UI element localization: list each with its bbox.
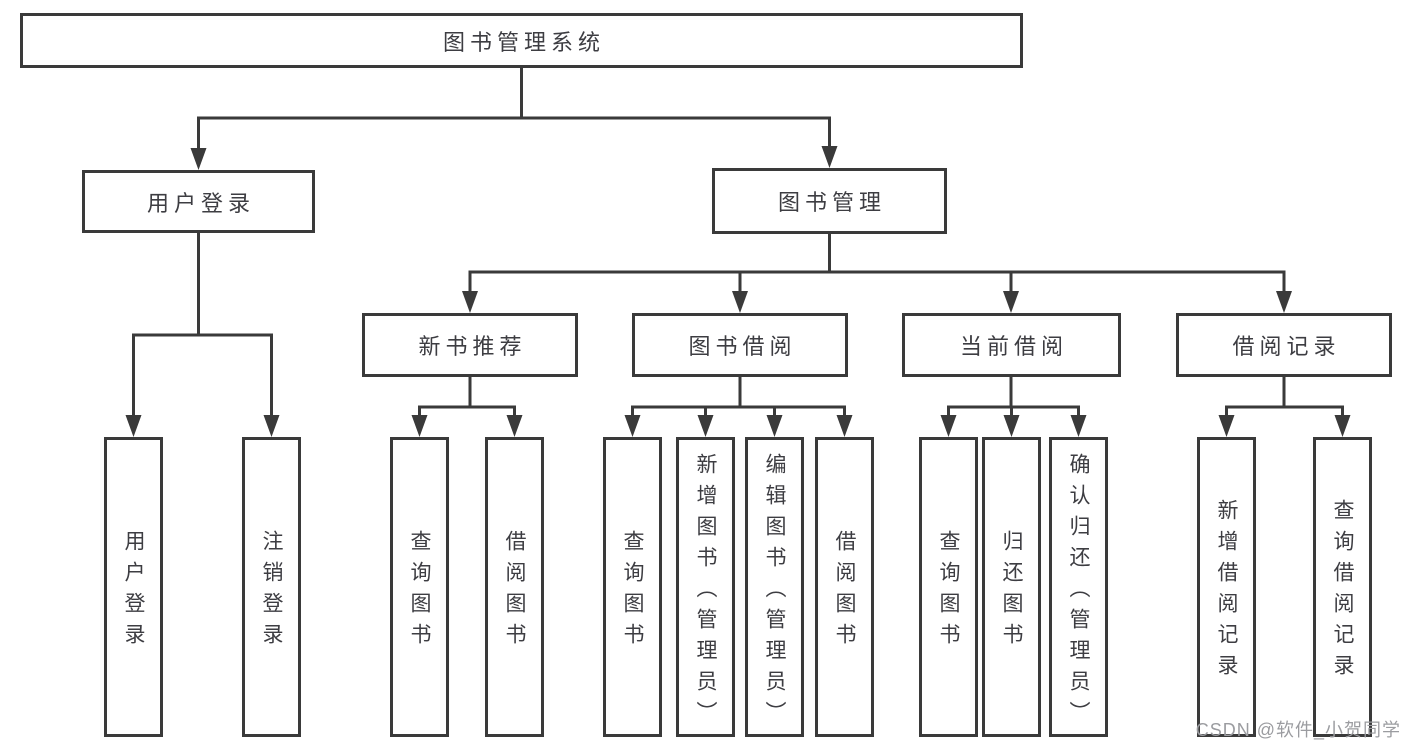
- arrowhead: [1003, 415, 1020, 437]
- node-borrow-records: 借阅记录: [1176, 313, 1392, 377]
- arrowhead: [836, 415, 853, 437]
- leaf-query-books-recommend: 查询图书: [390, 437, 449, 737]
- node-label: 查询借阅记录: [1331, 499, 1354, 685]
- node-label: 归还图书: [1000, 530, 1023, 654]
- leaf-user-login: 用户登录: [104, 437, 163, 737]
- leaf-borrow-books-recommend: 借阅图书: [485, 437, 544, 737]
- leaf-edit-books-admin: 编辑图书（管理员）: [745, 437, 804, 737]
- edges-borrow-records: [1218, 377, 1351, 437]
- node-current-borrow: 当前借阅: [902, 313, 1121, 377]
- node-root-system: 图书管理系统: [20, 13, 1023, 68]
- arrowhead: [125, 415, 142, 437]
- node-book-borrow: 图书借阅: [632, 313, 848, 377]
- edges-current-borrow: [940, 377, 1087, 437]
- node-label: 新增图书（管理员）: [694, 452, 717, 732]
- node-label: 查询图书: [408, 530, 431, 654]
- node-book-management: 图书管理: [712, 168, 947, 234]
- node-label: 图书管理系统: [442, 29, 605, 55]
- arrowhead: [1334, 415, 1351, 437]
- node-label: 借阅记录: [1232, 334, 1341, 359]
- node-user-login: 用户登录: [82, 170, 315, 233]
- arrowhead: [263, 415, 280, 437]
- edges-user-login: [125, 233, 280, 437]
- node-label: 新增借阅记录: [1215, 499, 1238, 685]
- node-label: 当前借阅: [959, 334, 1068, 359]
- arrowhead: [1218, 415, 1235, 437]
- leaf-add-books-admin: 新增图书（管理员）: [676, 437, 735, 737]
- leaf-query-books-current: 查询图书: [919, 437, 978, 737]
- arrowhead: [1003, 291, 1019, 313]
- node-label: 查询图书: [621, 530, 644, 654]
- node-label: 图书借阅: [688, 334, 797, 359]
- node-new-book-recommend: 新书推荐: [362, 313, 578, 377]
- edges-book-borrow: [624, 377, 853, 437]
- leaf-query-books-borrow: 查询图书: [603, 437, 662, 737]
- node-label: 新书推荐: [418, 334, 527, 359]
- leaf-logout: 注销登录: [242, 437, 301, 737]
- node-label: 借阅图书: [833, 530, 856, 654]
- leaf-add-borrow-record: 新增借阅记录: [1197, 437, 1256, 737]
- edges-root-to-level2: [190, 68, 838, 170]
- leaf-return-books: 归还图书: [982, 437, 1041, 737]
- csdn-watermark: CSDN @软件_小贺同学: [1195, 720, 1401, 740]
- arrowhead: [462, 291, 478, 313]
- arrowhead: [1276, 291, 1292, 313]
- arrowhead: [1070, 415, 1087, 437]
- leaf-query-borrow-record: 查询借阅记录: [1313, 437, 1372, 737]
- arrowhead: [940, 415, 957, 437]
- node-label: 确认归还（管理员）: [1067, 452, 1090, 732]
- arrowhead: [411, 415, 428, 437]
- edges-book-management: [462, 234, 1292, 313]
- leaf-confirm-return-admin: 确认归还（管理员）: [1049, 437, 1108, 737]
- arrowhead: [624, 415, 641, 437]
- node-label: 编辑图书（管理员）: [763, 452, 786, 732]
- node-label: 查询图书: [937, 530, 960, 654]
- node-label: 借阅图书: [503, 530, 526, 654]
- node-label: 用户登录: [122, 530, 145, 654]
- arrowhead: [732, 291, 748, 313]
- arrowhead: [190, 148, 207, 170]
- leaf-borrow-books: 借阅图书: [815, 437, 874, 737]
- node-label: 用户登录: [146, 190, 255, 216]
- edges-new-book-recommend: [411, 377, 523, 437]
- arrowhead: [766, 415, 783, 437]
- arrowhead: [821, 146, 838, 168]
- node-label: 注销登录: [260, 530, 283, 654]
- arrowhead: [506, 415, 523, 437]
- node-label: 图书管理: [777, 190, 886, 215]
- arrowhead: [697, 415, 714, 437]
